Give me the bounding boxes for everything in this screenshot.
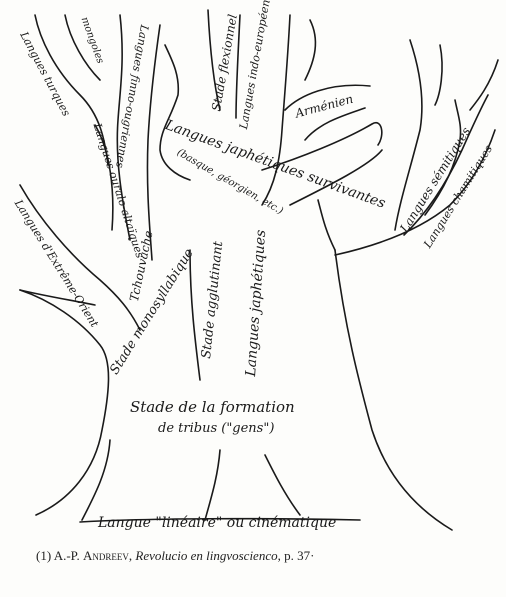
branch-crown-left — [159, 44, 191, 181]
label-de-tribus-gens: de tribus ("gens") — [158, 421, 275, 436]
branch-turques-outer — [34, 14, 109, 166]
branch-ouralo — [94, 124, 114, 231]
branch-turques-inner — [64, 14, 101, 81]
branch-survivantes-top — [261, 121, 383, 171]
branch-chamitiques-top — [434, 44, 443, 106]
caption-title: Revolucio en lingvoscienco — [135, 548, 278, 563]
caption-author-surname: Andreev — [82, 548, 129, 563]
branch-survivantes-bottom — [289, 149, 383, 206]
figure-caption: (1) A.-P. Andreev, Revolucio en lingvosc… — [36, 548, 315, 563]
root-left — [81, 439, 111, 521]
trunk-center-left — [189, 249, 201, 381]
root-base — [79, 517, 361, 523]
branch-semitiques-inner — [403, 94, 489, 236]
branch-chamitiques — [424, 99, 462, 216]
trunk-right-outline — [334, 249, 453, 531]
root-right — [264, 454, 301, 516]
branch-finno-right — [146, 24, 161, 261]
root-center — [204, 449, 221, 521]
branch-extreme-orient-inner — [19, 289, 96, 306]
label-stade-formation: Stade de la formation — [130, 398, 295, 416]
branch-survivantes-lower — [317, 199, 336, 251]
branch-indo-left — [235, 14, 241, 119]
caption-author-initials: A.-P. — [53, 548, 80, 563]
branch-armenien — [284, 84, 371, 111]
branch-semitiques-top — [394, 39, 423, 231]
branch-finno — [116, 14, 131, 241]
caption-page: p. 37· — [284, 548, 315, 563]
branch-armenien-top — [304, 19, 317, 81]
branch-indo-right — [261, 14, 291, 206]
branch-crown-mid — [207, 9, 221, 111]
trunk-left-outline — [19, 289, 110, 516]
branch-right-edge — [469, 59, 499, 111]
branch-armenien-low — [304, 107, 366, 141]
branch-extreme-orient — [19, 184, 141, 331]
label-langue-lineaire: Langue "linéaire" ou cinématique — [98, 515, 337, 531]
caption-number: (1) — [36, 548, 52, 563]
branch-semitiques-outer — [334, 129, 496, 256]
